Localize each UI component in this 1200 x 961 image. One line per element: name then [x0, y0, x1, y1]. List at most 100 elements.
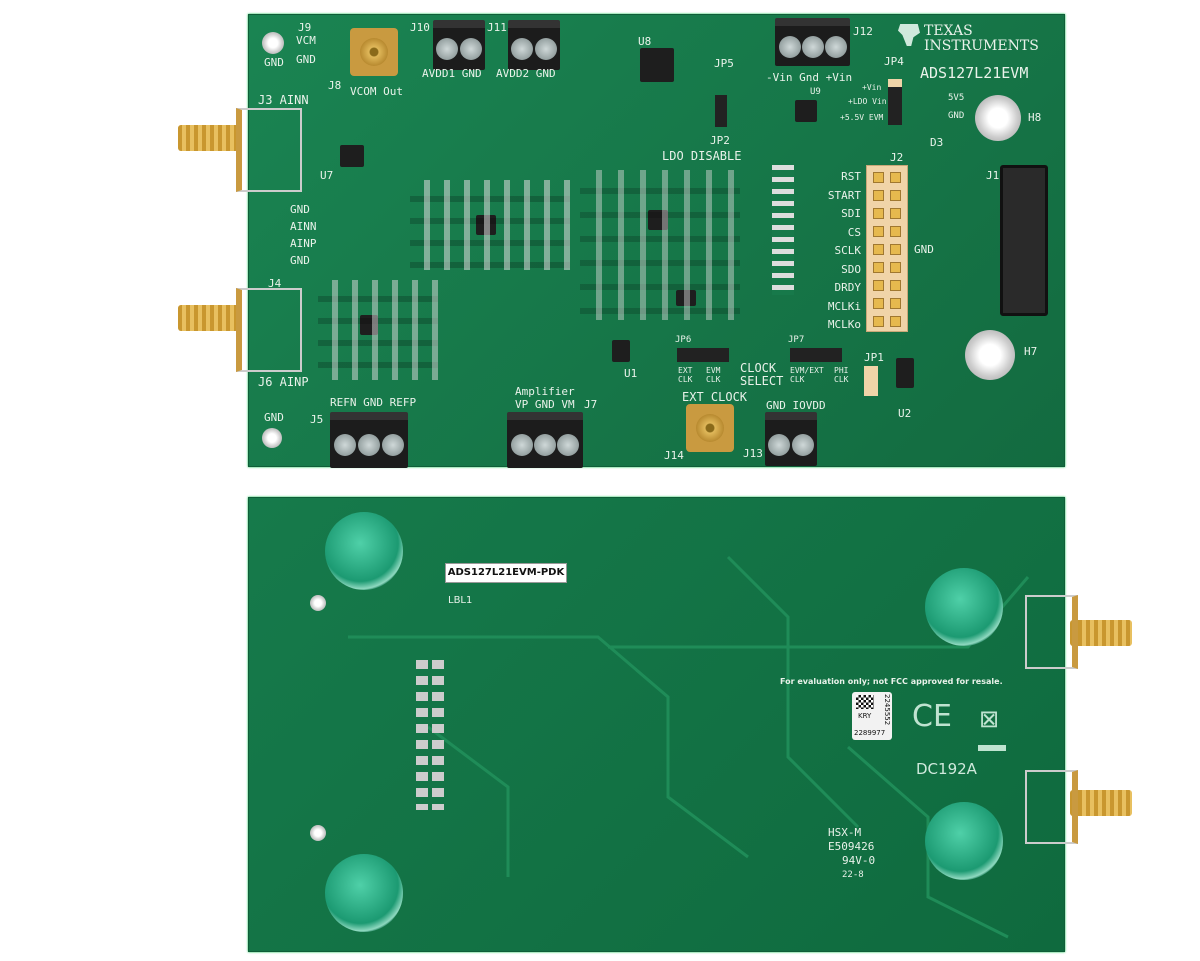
vin-label: -Vin Gnd +Vin: [766, 71, 853, 84]
u2-chip: [896, 358, 914, 388]
lbl1-label: LBL1: [448, 595, 473, 606]
j13-pin-labels: GND IOVDD: [766, 399, 826, 412]
clock-select-label: CLOCK SELECT: [740, 361, 784, 388]
j8-label: J8: [328, 79, 342, 92]
jp7-jumper[interactable]: [790, 348, 842, 362]
u1-label: U1: [624, 367, 638, 380]
j12-terminal-block[interactable]: [775, 18, 850, 66]
gnd-test-point: [262, 32, 284, 54]
serial-number: 2245552: [883, 694, 891, 726]
vcm-label: VCM: [296, 34, 316, 47]
u8-label: U8: [638, 35, 652, 48]
ainp-sma-connector: [178, 305, 240, 331]
jp7-phi-clk: PHI CLK: [834, 366, 849, 384]
sma-mount-back: [1025, 595, 1078, 669]
u7-chip: [340, 145, 364, 167]
resistor-array: [772, 165, 794, 295]
passive-components: [410, 180, 570, 270]
jp1-jumper[interactable]: [864, 366, 878, 396]
j7-terminal-block[interactable]: [507, 412, 583, 468]
brand-name: TEXAS INSTRUMENTS: [924, 23, 1039, 54]
via-hole: [310, 595, 326, 611]
rubber-foot: [325, 512, 403, 590]
weee-bin-icon: ⊠: [978, 705, 1000, 733]
rubber-foot: [325, 854, 403, 932]
rubber-foot: [925, 802, 1003, 880]
j6-mount: [236, 288, 302, 372]
j2-gnd-label: GND: [914, 243, 934, 256]
h7-mounting-screw: [965, 330, 1015, 380]
jp6-ext-clk: EXT CLK: [678, 366, 693, 384]
serial-label-sticker: 2245552 KRY 2289977: [852, 692, 892, 740]
j14-label: J14: [664, 449, 684, 462]
passive-components-2: [318, 280, 438, 380]
board-code: DC192A: [916, 760, 977, 778]
serial-code: KRY: [858, 712, 872, 720]
jp5-jumper[interactable]: [715, 95, 727, 127]
jp4-jumper[interactable]: [888, 79, 902, 125]
sma-connector-back-2: [1070, 790, 1132, 816]
trace: [726, 555, 860, 829]
jp5-label: JP5: [714, 57, 734, 70]
j3-mount: [236, 108, 302, 192]
j9-label: J9: [298, 21, 312, 34]
pdk-label-sticker: ADS127L21EVM-PDK: [445, 563, 567, 583]
header-pads: [416, 660, 428, 810]
jp2-label: JP2: [710, 134, 730, 147]
jp7-evm-ext-clk: EVM/EXT CLK: [790, 366, 824, 384]
serial-number-2: 2289977: [854, 729, 886, 737]
side-pin-labels: GND AINN AINP GND: [290, 203, 317, 267]
j10-label: J10: [410, 21, 430, 34]
j10-terminal-block[interactable]: [433, 20, 485, 70]
ldo-disable-label: LDO DISABLE: [662, 149, 742, 163]
fab-marks: HSX-M E509426 94V-0 22-8: [828, 826, 876, 880]
jp4-5v5-evm: +5.5V EVM: [840, 113, 884, 122]
h8-mounting-screw: [975, 95, 1021, 141]
oscillator-chip: [676, 290, 696, 306]
rubber-foot: [925, 568, 1003, 646]
u8-chip: [640, 48, 674, 82]
u1-chip: [612, 340, 630, 362]
trace: [348, 635, 749, 859]
j13-label: J13: [743, 447, 763, 460]
avdd1-gnd-label: AVDD1 GND: [422, 67, 482, 80]
pcb-top-side: [248, 14, 1065, 467]
u9-label: U9: [810, 87, 821, 97]
j11-terminal-block[interactable]: [508, 20, 560, 70]
jp1-label: JP1: [864, 351, 884, 364]
sma-mount-back-2: [1025, 770, 1078, 844]
gnd-label: GND: [264, 56, 284, 69]
ce-mark: CE: [912, 699, 952, 734]
j5-label: J5: [310, 413, 324, 426]
u9-chip: [795, 100, 817, 122]
vcom-sma-connector: [350, 28, 398, 76]
vcom-out-label: VCOM Out: [350, 85, 403, 98]
adc-chip: [648, 210, 668, 230]
gnd-label-4: GND: [948, 111, 965, 121]
via-hole: [310, 825, 326, 841]
jp6-evm-clk: EVM CLK: [706, 366, 721, 384]
j2-header[interactable]: [866, 165, 908, 332]
j1-label: J1: [986, 169, 1000, 182]
u7-label: U7: [320, 169, 334, 182]
ext-clock-sma-connector: [686, 404, 734, 452]
j1-board-connector[interactable]: [1000, 165, 1048, 316]
gnd-label-2: GND: [296, 53, 316, 66]
trace: [427, 725, 510, 877]
j7-pin-labels: VP GND VM: [515, 398, 575, 411]
h8-label: H8: [1028, 111, 1042, 124]
sma-connector-back: [1070, 620, 1132, 646]
ext-clock-label: EXT CLOCK: [682, 390, 748, 404]
j13-terminal-block[interactable]: [765, 412, 817, 466]
gnd-test-point-2: [262, 428, 282, 448]
jp6-jumper[interactable]: [677, 348, 729, 362]
h7-label: H7: [1024, 345, 1038, 358]
j5-terminal-block[interactable]: [330, 412, 408, 468]
fcc-notice: For evaluation only; not FCC approved fo…: [780, 677, 1003, 686]
passive-components-3: [580, 170, 740, 320]
j6-label: J6 AINP: [258, 375, 309, 389]
j11-label: J11: [487, 21, 507, 34]
5v5-label: 5V5: [948, 93, 965, 103]
u2-label: U2: [898, 407, 912, 420]
jp7-label: JP7: [788, 335, 805, 345]
